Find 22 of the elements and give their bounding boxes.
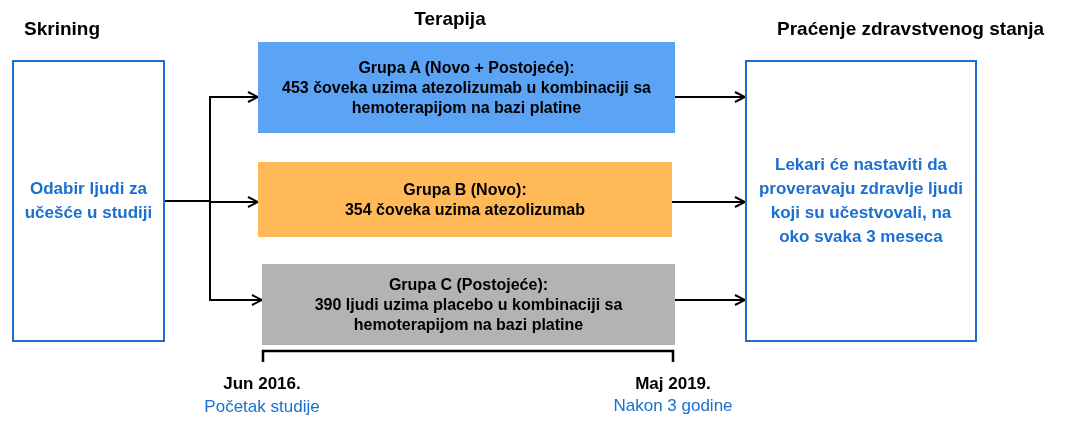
group-box bbox=[258, 162, 672, 237]
group-title: Grupa B (Novo): bbox=[402, 179, 528, 200]
group-description: 390 ljudi uzima placebo u kombinaciji sa hemoterapijom na bazi platine bbox=[313, 294, 624, 335]
group-title: Grupa C (Postojeće): bbox=[387, 274, 550, 295]
date-note: Nakon 3 godine bbox=[612, 396, 734, 416]
group-description: 453 čoveka uzima atezolizumab u kombinaciji sa hemoterapijom na bazi platine bbox=[281, 77, 652, 118]
arrow bbox=[674, 91, 746, 103]
group-box bbox=[262, 264, 675, 345]
group-description: 354 čoveka uzima atezolizumab bbox=[343, 199, 587, 220]
group-box bbox=[258, 42, 675, 133]
arrow bbox=[164, 200, 263, 306]
arrow bbox=[674, 294, 746, 306]
stage-description: Odabir ljudi za učešće u studiji bbox=[23, 178, 154, 224]
end-date: Maj 2019. bbox=[634, 374, 712, 394]
arrow bbox=[671, 196, 746, 208]
group-title: Grupa A (Novo + Postojeće): bbox=[357, 57, 576, 78]
start-date: Jun 2016. bbox=[222, 374, 302, 394]
column-heading: Skrining bbox=[24, 18, 100, 40]
column-heading: Terapija bbox=[413, 8, 487, 30]
column-heading: Praćenje zdravstvenog stanja bbox=[777, 18, 1045, 40]
stage-description: Lekari će nastaviti da proveravaju zdravlje ljudi koji su učestvovali, na oko svaka 3 meseca bbox=[757, 154, 965, 248]
date-note: Početak studije bbox=[203, 396, 321, 417]
